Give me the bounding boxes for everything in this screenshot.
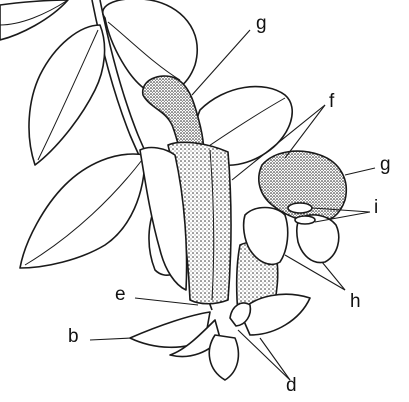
sepal-center — [209, 335, 238, 380]
leaf-middle-left — [20, 154, 145, 268]
label-f: f — [329, 92, 334, 111]
label-g-right: g — [380, 155, 391, 174]
anther-upper — [288, 203, 312, 213]
leaf-upper-left — [29, 25, 105, 165]
leader-h-2 — [322, 262, 345, 290]
leader-e — [135, 298, 198, 305]
label-e: e — [115, 285, 126, 304]
leader-d-1 — [238, 330, 290, 380]
label-g-top: g — [256, 14, 267, 33]
label-b: b — [68, 327, 79, 346]
label-i: i — [374, 198, 378, 217]
anther-lower — [295, 216, 315, 224]
leader-d-2 — [260, 338, 290, 380]
leader-g-right — [345, 168, 375, 175]
label-d: d — [286, 376, 297, 395]
label-h: h — [350, 292, 361, 311]
leader-b — [90, 338, 132, 340]
leader-g-top — [192, 30, 250, 95]
